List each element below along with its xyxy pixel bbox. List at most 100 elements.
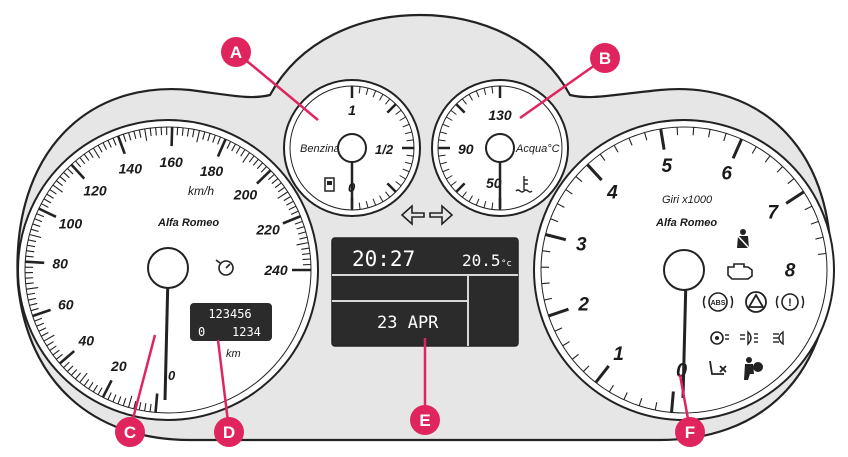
speed-tick: [202, 131, 206, 140]
speed-tick: [290, 210, 299, 215]
speed-tick: [144, 403, 147, 412]
rpm-tick: [575, 176, 583, 183]
fuel-tick: [386, 182, 397, 193]
fuel-tick: [399, 116, 406, 121]
rpm-tick: [613, 144, 619, 153]
speed-tick: [28, 297, 37, 301]
speed-tick: [34, 317, 43, 322]
left-turn-icon: [400, 204, 425, 226]
speed-tick: [88, 381, 94, 390]
speed-tick: [216, 138, 227, 158]
fuel-tick: [399, 175, 406, 180]
speed-tick: [252, 158, 259, 166]
svg-text:F: F: [685, 423, 695, 442]
rpm-label: 1: [613, 344, 624, 365]
temp-tick: [475, 198, 480, 206]
speed-tick: [149, 128, 152, 137]
rpm-tick: [599, 153, 606, 161]
engine-icon: [727, 263, 753, 280]
speed-tick: [112, 137, 117, 146]
speed-tick: [301, 247, 310, 250]
fuel-tick: [406, 154, 414, 157]
rpm-tick: [554, 327, 563, 332]
speed-tick: [52, 349, 60, 356]
fuel-pump-icon: [324, 177, 335, 192]
svg-text:B: B: [599, 49, 611, 68]
speed-tick: [112, 394, 117, 403]
speed-needle-hub: [147, 247, 189, 289]
speed-tick: [36, 322, 45, 327]
speed-tick: [192, 129, 195, 138]
speed-tick: [107, 392, 112, 400]
temp-tick: [491, 202, 494, 210]
speed-tick: [83, 153, 90, 161]
rpm-tick: [731, 138, 743, 159]
rpm-tick: [582, 365, 590, 372]
speed-tick: [256, 162, 264, 170]
speed-tick: [56, 180, 63, 187]
speed-tick: [128, 132, 132, 141]
speed-tick: [127, 395, 133, 408]
speed-label: 160: [159, 154, 183, 170]
speed-tick: [27, 292, 36, 296]
temp-mid-label: 90: [458, 141, 474, 157]
right-turn-icon: [429, 204, 454, 226]
outside-temp-unit: °c: [501, 259, 512, 269]
temp-tick: [455, 182, 466, 193]
speed-tick: [59, 176, 67, 183]
svg-text:!: !: [788, 297, 792, 309]
rpm-tick: [623, 392, 628, 400]
fuel-gauge: 1 1/2 0 Benzina: [283, 79, 421, 217]
coolant-temp-icon: [515, 176, 533, 193]
speed-tick: [271, 178, 279, 185]
temp-tick: [438, 139, 446, 142]
speed-tick: [43, 334, 55, 342]
fuel-tick: [379, 195, 384, 202]
speed-tick: [277, 186, 285, 193]
speed-unit-label: km/h: [188, 184, 214, 198]
fuel-tick: [385, 98, 391, 105]
speed-tick: [30, 307, 39, 312]
speed-tick: [282, 215, 301, 225]
fuel-tick: [404, 131, 413, 135]
fuel-half-label: 1/2: [375, 142, 394, 157]
speed-tick: [117, 396, 122, 405]
temp-tick: [442, 123, 450, 128]
speed-tick: [242, 152, 251, 163]
speed-tick: [83, 379, 90, 387]
turn-signal-icons: [400, 204, 454, 226]
rpm-tick: [654, 402, 658, 411]
rpm-tick: [548, 307, 569, 318]
speed-zero-label: 0: [168, 368, 176, 383]
headlight-icon: [773, 330, 784, 346]
speed-label: 140: [119, 161, 143, 177]
speed-tick: [101, 379, 113, 398]
speed-tick: [55, 353, 63, 360]
svg-text:C: C: [124, 423, 136, 442]
svg-text:D: D: [223, 423, 235, 442]
fuel-tick: [372, 198, 377, 206]
speed-tick: [75, 372, 82, 380]
fuel-tick: [385, 191, 391, 198]
speed-tick: [63, 361, 70, 369]
speed-tick: [116, 135, 126, 155]
speed-tick: [176, 127, 179, 136]
fuel-tick: [402, 123, 410, 128]
rpm-label: 4: [606, 182, 618, 203]
speed-tick: [49, 345, 57, 351]
speed-tick: [67, 167, 74, 175]
speed-tick: [46, 193, 54, 199]
rpm-tick: [787, 178, 795, 185]
speed-tick: [25, 282, 34, 285]
fuel-tick: [395, 181, 402, 187]
speed-tick: [46, 341, 54, 347]
speed-tick: [29, 233, 42, 239]
speed-tick: [97, 144, 103, 153]
speed-tick: [25, 255, 34, 258]
rpm-tick: [562, 341, 570, 347]
speed-tick: [186, 128, 190, 137]
speed-tick: [212, 134, 216, 143]
temp-needle-hub: [485, 133, 515, 163]
